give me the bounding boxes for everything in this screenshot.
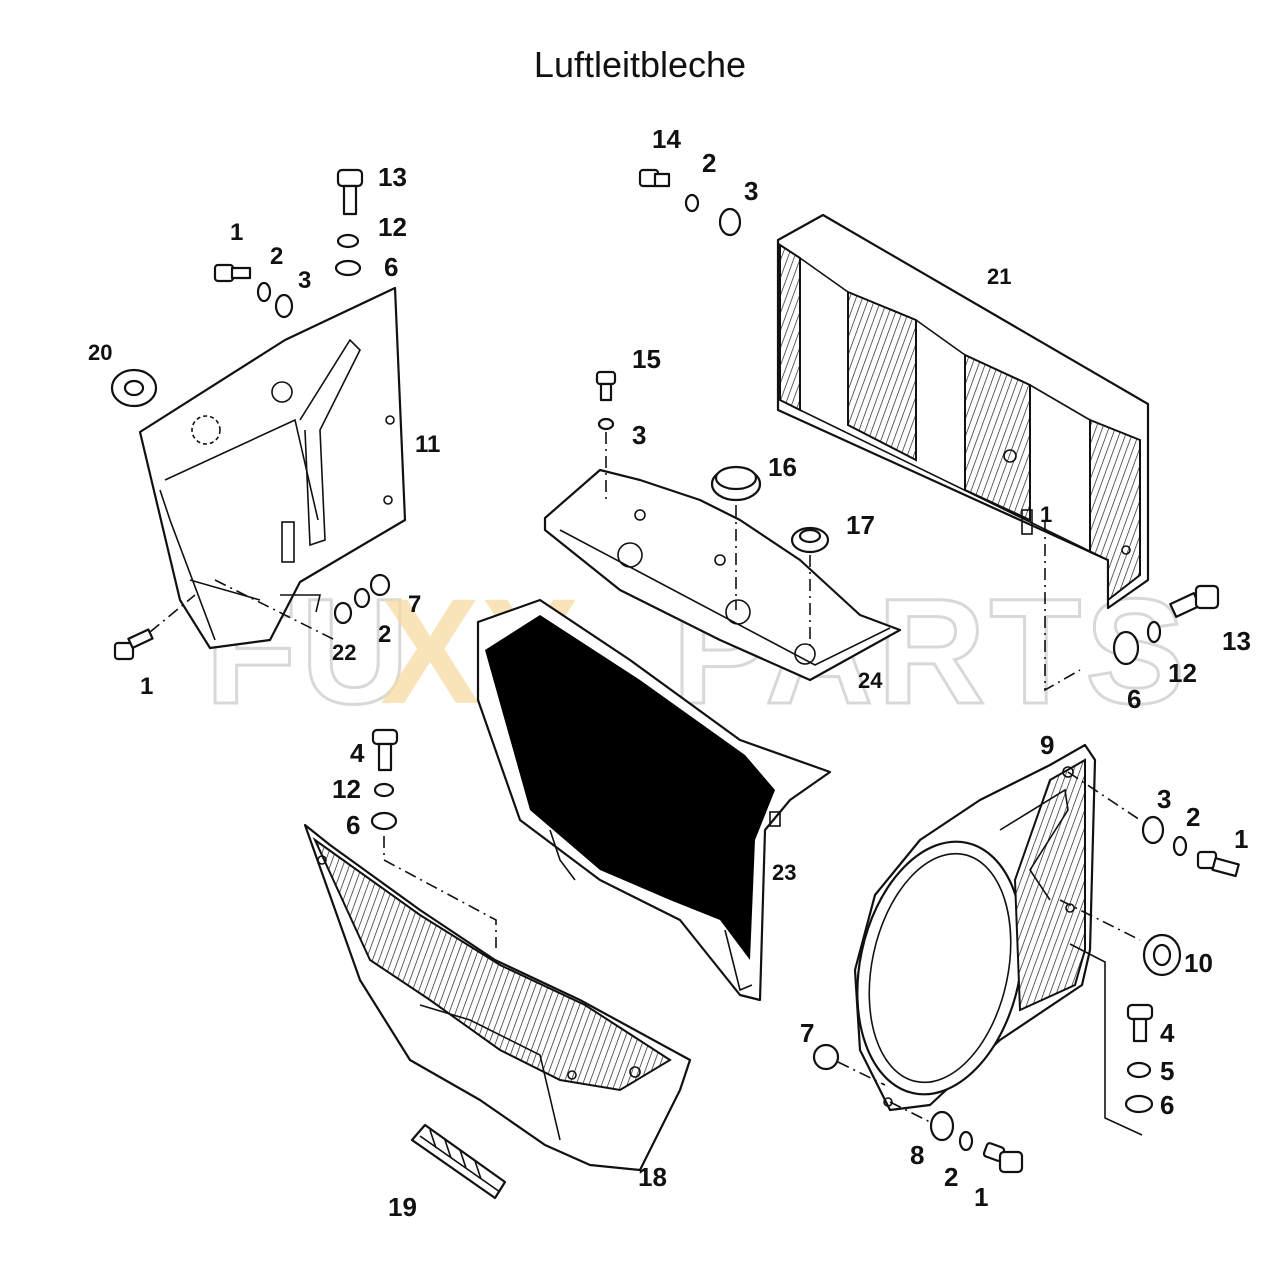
washer-3-center — [597, 417, 615, 431]
callout-2-right: 2 — [1186, 802, 1200, 832]
bolt-13-right — [1169, 584, 1220, 618]
callout-18: 18 — [638, 1162, 667, 1192]
callout-9: 9 — [1040, 730, 1054, 760]
bolt-4-lower-left — [371, 728, 399, 772]
spring-washer-2-left — [353, 587, 371, 609]
callout-3-top-right: 3 — [744, 176, 758, 206]
spring-washer-12-top-left — [336, 233, 360, 249]
callout-2-top-left: 2 — [270, 243, 283, 270]
callout-17: 17 — [846, 510, 875, 540]
callout-6-lower-right: 6 — [1160, 1090, 1174, 1120]
callout-15: 15 — [632, 344, 661, 374]
washer-6-lower-left — [370, 811, 398, 831]
washer-3-right — [1141, 815, 1165, 845]
callout-6-right: 6 — [1127, 684, 1141, 714]
callout-22: 22 — [332, 640, 356, 665]
callout-6-top-left: 6 — [384, 252, 398, 282]
air-shroud-23 — [476, 598, 832, 1002]
axis-line-4 — [383, 836, 497, 948]
callout-1-top-left: 1 — [230, 219, 243, 246]
callout-10: 10 — [1184, 948, 1213, 978]
callout-2-left: 2 — [378, 621, 391, 648]
air-baffle-11 — [138, 286, 407, 650]
air-shroud-18 — [303, 823, 692, 1172]
callout-3-top-left: 3 — [298, 267, 311, 294]
callout-1-in-21: 1 — [1040, 502, 1052, 527]
callout-19: 19 — [388, 1192, 417, 1222]
axis-line-bolt-1 — [149, 594, 196, 633]
callout-12-top-left: 12 — [378, 212, 407, 242]
bolt-14 — [638, 168, 671, 188]
spring-washer-2-right — [1172, 835, 1188, 857]
washer-22 — [333, 601, 353, 625]
callout-2-bottom: 2 — [944, 1162, 958, 1192]
callout-23: 23 — [772, 860, 796, 885]
callout-13-top-left: 13 — [378, 162, 407, 192]
washer-6-right — [1112, 630, 1140, 666]
bolt-1-right — [1196, 850, 1240, 878]
callout-13-right: 13 — [1222, 626, 1251, 656]
callout-6-lower-left: 6 — [346, 810, 360, 840]
bolt-15 — [595, 370, 617, 402]
callout-1-bottom-left: 1 — [140, 673, 153, 700]
axis-line-8 — [889, 1101, 931, 1123]
callout-7-left: 7 — [408, 591, 421, 618]
spring-washer-2-bottom — [958, 1130, 974, 1152]
washer-3-top-left — [274, 293, 294, 319]
callout-14: 14 — [652, 124, 681, 154]
nut-7-left — [369, 573, 391, 597]
spring-washer-2-top-right — [684, 193, 700, 213]
axis-line-9-top — [1067, 771, 1141, 821]
callout-8: 8 — [910, 1140, 924, 1170]
callout-5-right: 5 — [1160, 1056, 1174, 1086]
spring-washer-12-lower-left — [373, 782, 395, 798]
callout-20: 20 — [88, 340, 112, 365]
clip-19 — [410, 1123, 507, 1200]
bolt-1-bottom — [982, 1142, 1024, 1174]
grommet-17 — [790, 526, 830, 554]
bolt-4-right — [1126, 1003, 1154, 1043]
callout-3-center: 3 — [632, 420, 646, 450]
bolt-13-top-left — [336, 168, 364, 216]
callout-3-right: 3 — [1157, 784, 1171, 814]
bolt-1-top-left — [213, 263, 252, 283]
nut-7-right — [812, 1043, 840, 1071]
callout-11: 11 — [415, 431, 440, 458]
fan-shroud-9 — [853, 743, 1097, 1112]
bolt-1-bottom-left — [113, 628, 154, 661]
callout-16: 16 — [768, 452, 797, 482]
axis-line-21 — [1044, 520, 1081, 692]
air-baffle-box-21 — [776, 213, 1150, 610]
callout-1-bottom: 1 — [974, 1182, 988, 1212]
grommet-20 — [110, 368, 158, 408]
spring-washer-2-top-left — [256, 281, 272, 303]
washer-8 — [929, 1110, 955, 1142]
grommet-10 — [1142, 933, 1182, 977]
callout-4-lower-left: 4 — [350, 738, 365, 768]
washer-6-top-left — [334, 259, 362, 277]
washer-3-top-right — [718, 207, 742, 237]
axis-line-7 — [837, 1061, 886, 1086]
axis-line-9-right — [1069, 943, 1143, 1136]
callout-24: 24 — [858, 668, 883, 693]
callout-4-right: 4 — [1160, 1018, 1175, 1048]
callout-7-right: 7 — [800, 1018, 814, 1048]
callout-12-right: 12 — [1168, 658, 1197, 688]
spring-washer-5-right — [1126, 1061, 1152, 1079]
spring-washer-12-right — [1146, 620, 1162, 644]
callout-21: 21 — [987, 264, 1011, 289]
callout-12-lower-left: 12 — [332, 774, 361, 804]
grommet-16 — [710, 465, 762, 502]
washer-6-lower-right — [1124, 1094, 1154, 1114]
baffle-plate-24 — [543, 468, 902, 682]
page-title: Luftleitbleche — [533, 44, 747, 85]
axis-line-9-mid — [1059, 899, 1141, 941]
callout-2-top-right: 2 — [702, 148, 716, 178]
callout-labels: 1 2 3 13 12 6 20 11 1 22 2 7 14 2 3 21 1… — [88, 124, 1251, 1222]
callout-1-right: 1 — [1234, 824, 1248, 854]
